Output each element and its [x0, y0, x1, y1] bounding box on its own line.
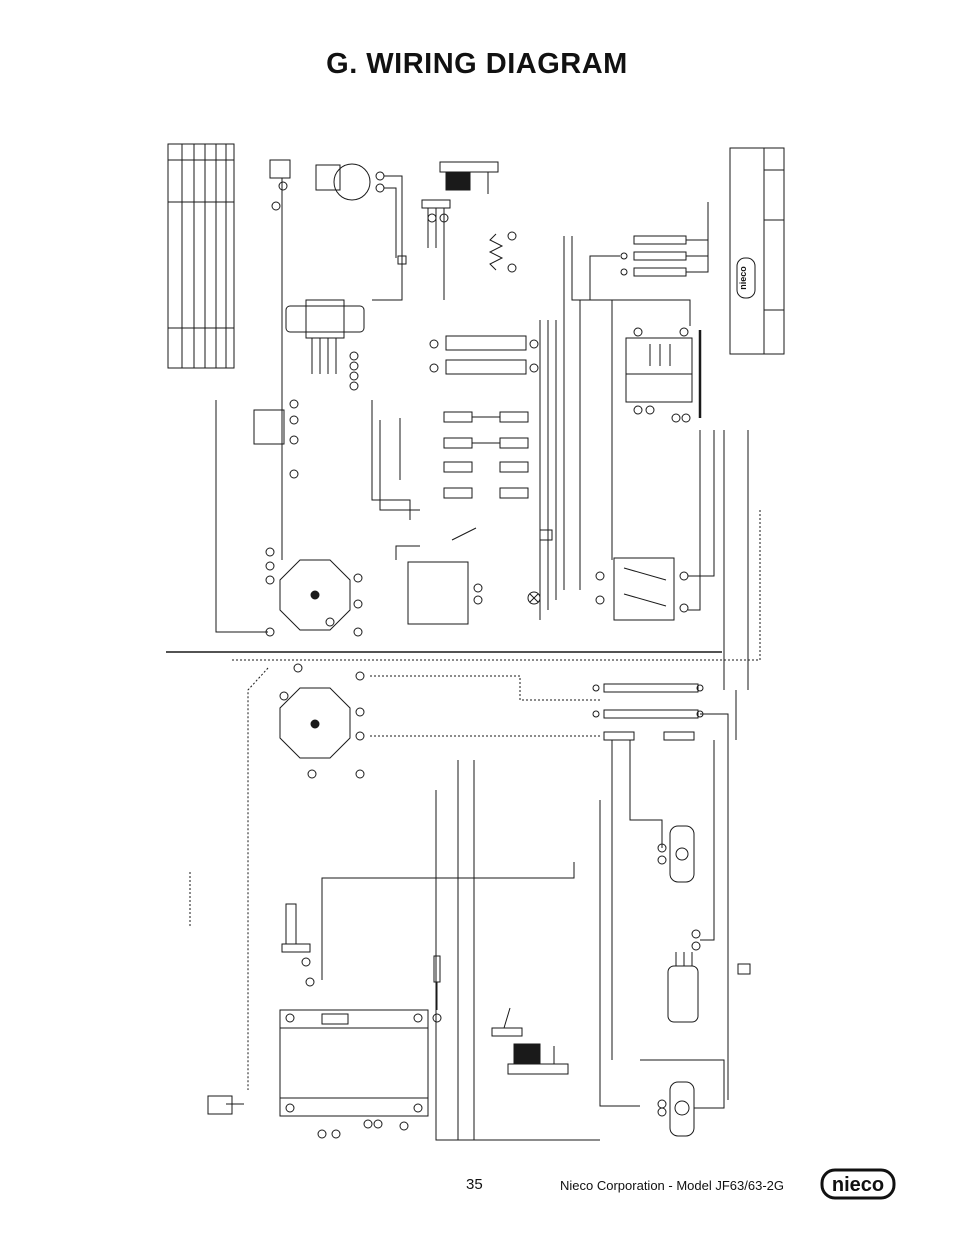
legend-table [167, 143, 235, 369]
logo-text: nieco [832, 1174, 884, 1196]
gas-valve-top [421, 161, 499, 300]
title-block [729, 147, 785, 355]
octagon-connector-top [215, 400, 363, 637]
fuse-holders [429, 335, 539, 375]
control-box-left [253, 399, 299, 479]
gas-valve-bottom [491, 1007, 569, 1075]
footer-caption: Nieco Corporation - Model JF63/63-2G [560, 1178, 784, 1193]
page-title: G. WIRING DIAGRAM [326, 48, 628, 80]
transformer [285, 299, 365, 391]
pressure-switch-bottom [207, 1095, 244, 1115]
igniter [432, 955, 442, 1023]
relay-box-right [625, 327, 702, 423]
octagon-connector-bottom [247, 663, 600, 1090]
page-number: 35 [466, 1176, 483, 1193]
top-switch [269, 159, 291, 560]
terminal-strips-lower [592, 683, 737, 1100]
heating-element [488, 231, 517, 273]
ignition-control-module [279, 1009, 429, 1139]
indicator-lamp [527, 529, 553, 605]
thermostat-probe [667, 929, 751, 1023]
motor-right-upper [657, 825, 695, 883]
nieco-logo: nieco [820, 1168, 896, 1200]
wiring-bundle [371, 236, 613, 620]
flame-sensor [281, 877, 540, 987]
lower-wiring [232, 510, 761, 1141]
terminal-block-center [443, 411, 529, 499]
blower-motor [315, 163, 407, 301]
timer-module [395, 527, 483, 625]
relay-right [595, 430, 749, 690]
panel-logo: nieco [738, 266, 748, 290]
terminal-strip-top-right [589, 202, 709, 326]
motor-right-lower [640, 1059, 725, 1137]
